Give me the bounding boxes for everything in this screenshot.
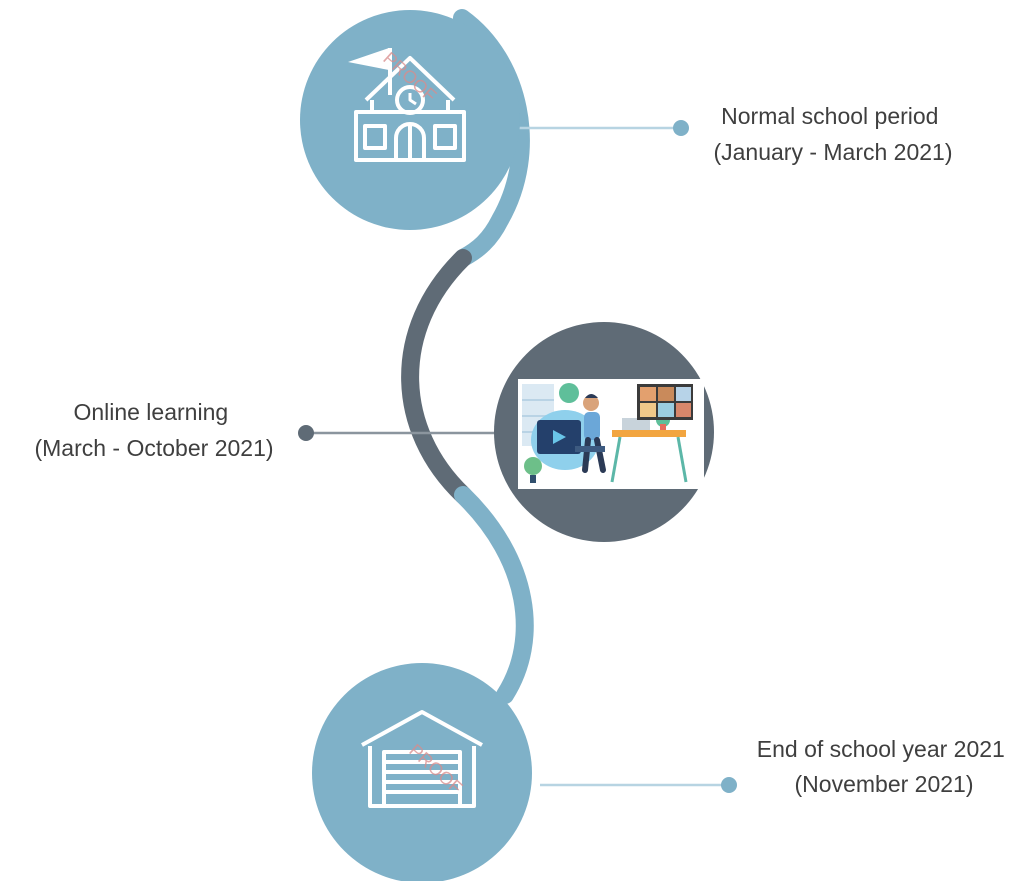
stage-online-period: (March - October 2021) <box>34 435 273 461</box>
stage-end-label: End of school year 2021 (November 2021) <box>757 736 1011 797</box>
stage-online-title: Online learning <box>73 399 228 425</box>
stage-end-period: (November 2021) <box>795 771 974 797</box>
stage-normal-period: (January - March 2021) <box>713 139 952 165</box>
online-learning-illustration <box>518 379 704 489</box>
closed-garage-icon <box>361 710 483 808</box>
curve-segment-bottom <box>454 486 534 704</box>
connector-dot-normal <box>673 120 689 136</box>
school-building-icon <box>348 48 466 162</box>
connector-online <box>298 425 498 441</box>
stage-online-label: Online learning (March - October 2021) <box>34 399 273 461</box>
stage-normal-label: Normal school period (January - March 20… <box>713 103 952 165</box>
stage-normal: PROOF <box>300 10 520 230</box>
stage-online <box>494 322 714 542</box>
connector-dot-online <box>298 425 314 441</box>
connector-normal <box>500 120 689 136</box>
stage-normal-title: Normal school period <box>721 103 938 129</box>
stage-end: PROOF <box>312 663 532 881</box>
stage-end-title: End of school year 2021 <box>757 736 1005 762</box>
stage-normal-circle <box>300 10 520 230</box>
connector-dot-end <box>721 777 737 793</box>
curve-segment-middle <box>401 249 472 504</box>
connector-end <box>540 777 737 793</box>
